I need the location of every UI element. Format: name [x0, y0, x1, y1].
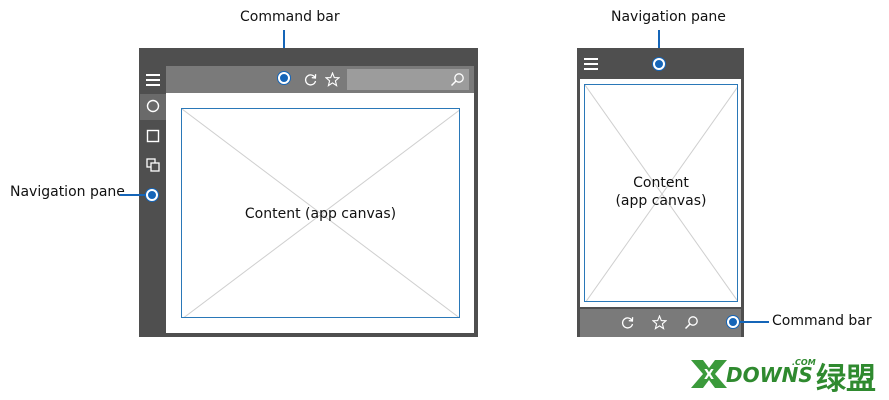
left-content-area: Content (app canvas): [181, 108, 460, 318]
search-icon[interactable]: [450, 72, 465, 87]
hamburger-menu-icon[interactable]: [146, 73, 160, 87]
left-search-box[interactable]: [347, 69, 469, 90]
watermark-suffix: 绿盟: [816, 362, 876, 397]
watermark-domain: .COM: [792, 358, 816, 367]
right-app-canvas: [580, 79, 741, 307]
refresh-icon[interactable]: [303, 72, 318, 87]
right-command-bar-leader: [739, 321, 769, 323]
overlapping-squares-icon[interactable]: [146, 158, 160, 172]
left-navigation-pane-pin: [146, 189, 158, 201]
watermark-logo-icon: X: [691, 360, 727, 388]
right-navigation-pane-leader: [658, 30, 660, 60]
right-content-label-line1: Content: [633, 175, 689, 191]
right-command-bar: [580, 309, 741, 337]
right-command-bar-pin: [727, 316, 739, 328]
right-navigation-pane-callout: Navigation pane: [611, 9, 726, 25]
left-command-bar-callout: Command bar: [240, 9, 340, 25]
left-content-label: Content (app canvas): [244, 206, 397, 222]
refresh-icon[interactable]: [620, 315, 635, 330]
right-navigation-pane-pin: [653, 58, 665, 70]
right-content-placeholder-cross: [585, 85, 737, 301]
square-icon[interactable]: [146, 129, 160, 143]
search-icon[interactable]: [684, 315, 699, 330]
right-command-bar-callout: Command bar: [772, 313, 872, 329]
left-content-placeholder-cross: [182, 109, 459, 317]
left-command-bar-pin: [278, 72, 290, 84]
watermark-brand: DOWNS: [726, 363, 813, 387]
star-icon[interactable]: [325, 72, 340, 87]
circle-icon[interactable]: [146, 99, 160, 113]
nav-item-selected-highlight: [140, 94, 166, 120]
star-icon[interactable]: [652, 315, 667, 330]
right-content-label-line2: (app canvas): [615, 193, 707, 209]
hamburger-menu-icon[interactable]: [584, 57, 598, 71]
watermark-logo-letter: X: [704, 368, 714, 383]
right-content-area: Content (app canvas): [584, 84, 738, 302]
left-navigation-pane-leader: [120, 194, 150, 196]
left-navigation-pane-callout: Navigation pane: [10, 184, 125, 200]
